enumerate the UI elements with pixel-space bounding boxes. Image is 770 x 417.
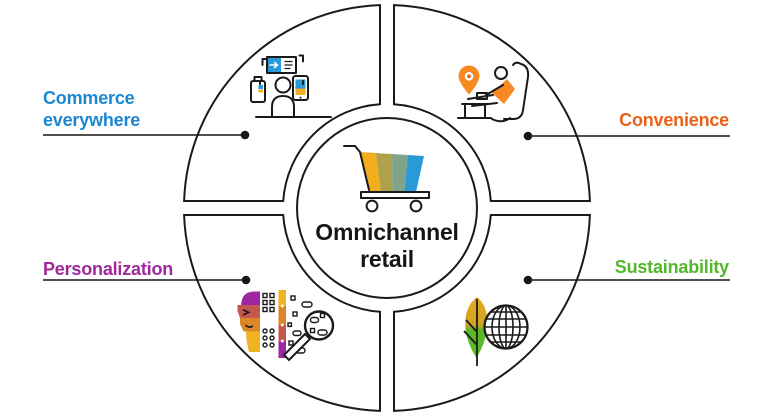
center-title-line1: Omnichannel (315, 219, 459, 245)
cart-base (360, 191, 430, 199)
leader-dot-personalization (241, 275, 251, 285)
cart-handle (343, 145, 370, 191)
quadrant-top-left (183, 4, 381, 202)
leader-dot-convenience (523, 131, 533, 141)
magnifier-icon (282, 310, 335, 362)
shopper-devices-icon (250, 54, 332, 118)
profile-data-magnifier-icon (237, 290, 335, 362)
location-pin-icon (458, 65, 480, 95)
globe-icon (483, 304, 529, 350)
leaf-globe-icon (463, 297, 529, 366)
center-circle (296, 117, 478, 299)
leader-dot-commerce-everywhere (240, 130, 250, 140)
shopping-cart-icon (343, 145, 430, 213)
label-sustainability: Sustainability (615, 257, 729, 277)
relaxing-shopper-location-icon (457, 61, 530, 123)
center-title-line2: retail (360, 246, 414, 272)
cart-stripe-3 (392, 154, 408, 192)
cart-stripe-1 (360, 152, 381, 192)
label-personalization: Personalization (43, 259, 173, 279)
cart-wheel-right (409, 199, 423, 213)
cart-stripe-4 (404, 155, 424, 192)
data-grid (262, 292, 275, 348)
cart-wheel-left (365, 199, 379, 213)
cart-stripe-2 (376, 153, 393, 192)
label-commerce-everywhere-line2: everywhere (43, 110, 140, 130)
ticket-icon (266, 56, 297, 74)
leader-dot-sustainability (523, 275, 533, 285)
data-bar (278, 290, 286, 358)
label-commerce-everywhere-line1: Commerce (43, 88, 135, 108)
smartphone-icon (292, 75, 309, 101)
data-bits (287, 295, 313, 354)
suitcase-icon (250, 76, 266, 103)
label-convenience: Convenience (619, 110, 729, 130)
